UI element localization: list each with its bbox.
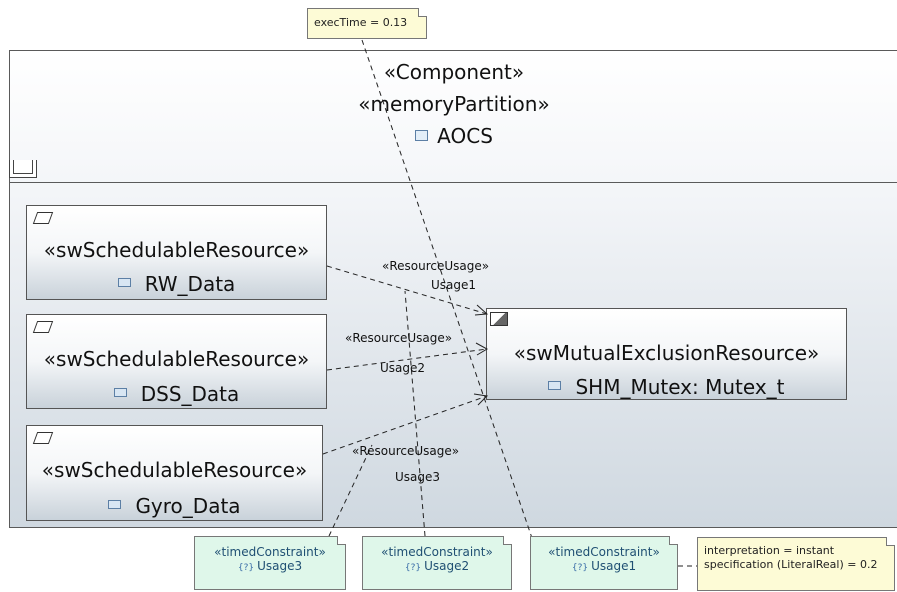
interpretation-text: interpretation = instant (704, 544, 835, 557)
component-icon (415, 130, 429, 141)
usage2-stereotype-label: «ResourceUsage» (345, 331, 453, 345)
component-header: «Component» «memoryPartition» AOCS (9, 56, 897, 152)
property-icon (117, 278, 131, 287)
timed-constraint-usage3-link (328, 444, 373, 537)
property-icon (108, 500, 122, 509)
usage3-stereotype-label: «ResourceUsage» (352, 444, 460, 458)
timed-constraint-name: Usage1 (591, 559, 637, 573)
timed-constraint-usage2[interactable]: «timedConstraint» {?}Usage2 (362, 536, 512, 590)
timed-constraint-stereotype: «timedConstraint» (381, 545, 493, 559)
mutual-exclusion-icon (490, 312, 508, 326)
usage3-name-label: Usage3 (395, 470, 441, 484)
arrowhead-icon (474, 304, 489, 316)
constraint-icon: {?} (404, 563, 422, 573)
usage1-name-label: Usage1 (431, 278, 477, 292)
property-icon (548, 381, 562, 390)
resource-stereotype: «swSchedulableResource» (43, 347, 310, 371)
arrowhead-icon (475, 342, 489, 356)
arrowhead-icon (473, 393, 489, 406)
constraint-icon: {?} (237, 563, 255, 573)
resource-dss-data[interactable]: «swSchedulableResource» DSS_Data (26, 314, 327, 409)
resource-stereotype: «swSchedulableResource» (41, 458, 308, 482)
mutex-name: SHM_Mutex: Mutex_t (575, 375, 785, 399)
resource-name: DSS_Data (140, 382, 240, 406)
component-stereotype: «Component» (383, 60, 525, 84)
exec-time-note-link (361, 39, 534, 542)
usage3-connector (322, 395, 488, 455)
exec-time-text: execTime = 0.13 (314, 16, 408, 29)
compartment-collapse-icon[interactable] (9, 160, 37, 178)
timed-constraint-name: Usage3 (257, 559, 303, 573)
mutex-stereotype: «swMutualExclusionResource» (513, 341, 820, 365)
usage1-stereotype-label: «ResourceUsage» (382, 259, 490, 273)
timed-constraint-usage2-link (404, 290, 426, 537)
timed-constraint-usage3[interactable]: «timedConstraint» {?}Usage3 (194, 536, 346, 590)
interpretation-note[interactable]: interpretation = instant specification (… (697, 537, 895, 591)
resource-gyro-data[interactable]: «swSchedulableResource» Gyro_Data (26, 425, 323, 521)
timed-constraint-stereotype: «timedConstraint» (214, 545, 326, 559)
resource-name: Gyro_Data (135, 494, 241, 518)
specification-text: specification (LiteralReal) = 0.2 (704, 558, 878, 571)
component-stereotype: «memoryPartition» (358, 92, 550, 116)
usage2-name-label: Usage2 (380, 361, 426, 375)
timed-constraint-name: Usage2 (424, 559, 470, 573)
timed-constraint-usage1[interactable]: «timedConstraint» {?}Usage1 (530, 536, 678, 590)
exec-time-note[interactable]: execTime = 0.13 (307, 8, 427, 39)
property-icon (113, 388, 127, 397)
constraint-icon: {?} (571, 563, 589, 573)
usage1-connector (326, 265, 488, 315)
resource-name: RW_Data (144, 272, 236, 296)
component-compartment-divider (9, 182, 897, 183)
resource-stereotype: «swSchedulableResource» (43, 238, 310, 262)
component-name: AOCS (437, 124, 493, 148)
timed-constraint-stereotype: «timedConstraint» (548, 545, 660, 559)
mutex-shm-mutex[interactable]: «swMutualExclusionResource» SHM_Mutex: M… (486, 308, 847, 400)
resource-rw-data[interactable]: «swSchedulableResource» RW_Data (26, 205, 327, 300)
